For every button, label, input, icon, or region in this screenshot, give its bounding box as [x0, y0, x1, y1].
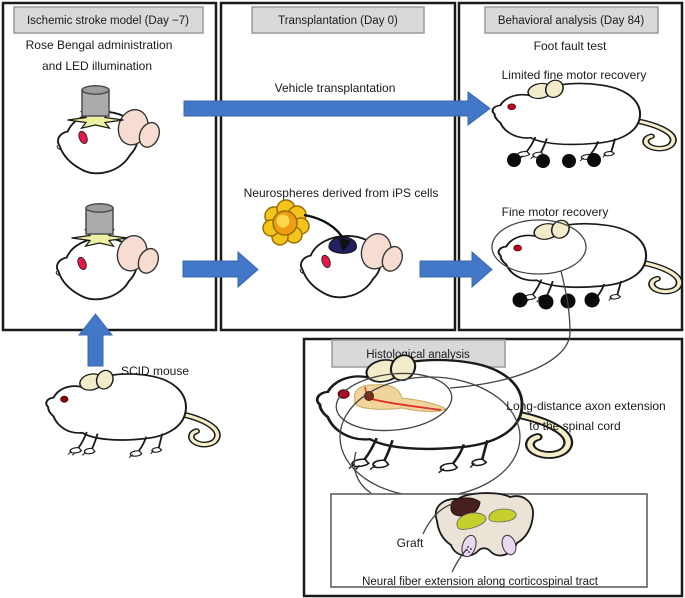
neurospheres-label: Neurospheres derived from iPS cells: [244, 186, 439, 200]
highlight-ellipse-behavior-mouse: [491, 219, 587, 275]
arrow-vehicle-transplantation: [183, 91, 491, 126]
rose-bengal-caption-line2: and LED illumination: [42, 59, 152, 73]
stroke-model-title: Ischemic stroke model (Day −7): [27, 15, 189, 27]
foot-fault-test-label: Foot fault test: [534, 39, 607, 53]
foot-fault-rungs-bottom: [512, 292, 600, 310]
behavioral-title: Behavioral analysis (Day 84): [498, 15, 645, 27]
graft-pointer-line: [422, 503, 453, 535]
brain-spinal-cord-highlight: [353, 384, 448, 412]
fiber-pointer-line: [451, 548, 468, 573]
behavioral-header: [484, 6, 659, 34]
highlight-ellipse-head: [335, 372, 453, 432]
limited-recovery-label: Limited fine motor recovery: [502, 68, 647, 82]
vehicle-transplantation-label: Vehicle transplantation: [275, 81, 396, 95]
fine-recovery-label: Fine motor recovery: [502, 205, 609, 219]
stroke-model-header: [13, 6, 204, 34]
scid-mouse-illustration: [46, 369, 217, 458]
magnification-line-mouse-to-section: [353, 451, 372, 494]
section-yellow-structure-right: [488, 508, 517, 523]
arrow-panel1-to-panel2: [182, 250, 259, 289]
spinal-cord-section: [434, 492, 534, 558]
corticospinal-tract-region-right: [501, 534, 517, 556]
rose-bengal-caption-line1: Rose Bengal administration: [26, 38, 173, 52]
foot-fault-rungs-top: [507, 153, 601, 168]
fiber-extension-label: Neural fiber extension along corticospin…: [362, 576, 599, 588]
arrow-neurosphere-head: [338, 237, 351, 252]
section-yellow-structure-left: [456, 512, 487, 530]
transplantation-header: [251, 6, 425, 34]
arrow-neurosphere-to-brain: [303, 213, 346, 241]
axon-extension-red-line: [371, 398, 442, 411]
arrow-scid-to-panel1: [77, 313, 114, 367]
graft-label: Graft: [397, 536, 424, 550]
arrow-panel2-to-panel3: [419, 250, 493, 289]
histological-title: Histological analysis: [366, 349, 470, 361]
neurosphere-illustration: [262, 199, 310, 246]
graft-region: [450, 497, 481, 517]
axon-extension-label-line1: Long-distance axon extension: [506, 399, 665, 413]
axon-extension-label-line2: to the spinal cord: [529, 419, 620, 433]
transplantation-title: Transplantation (Day 0): [278, 15, 398, 27]
magnification-line-behavior-to-histology: [449, 270, 571, 389]
